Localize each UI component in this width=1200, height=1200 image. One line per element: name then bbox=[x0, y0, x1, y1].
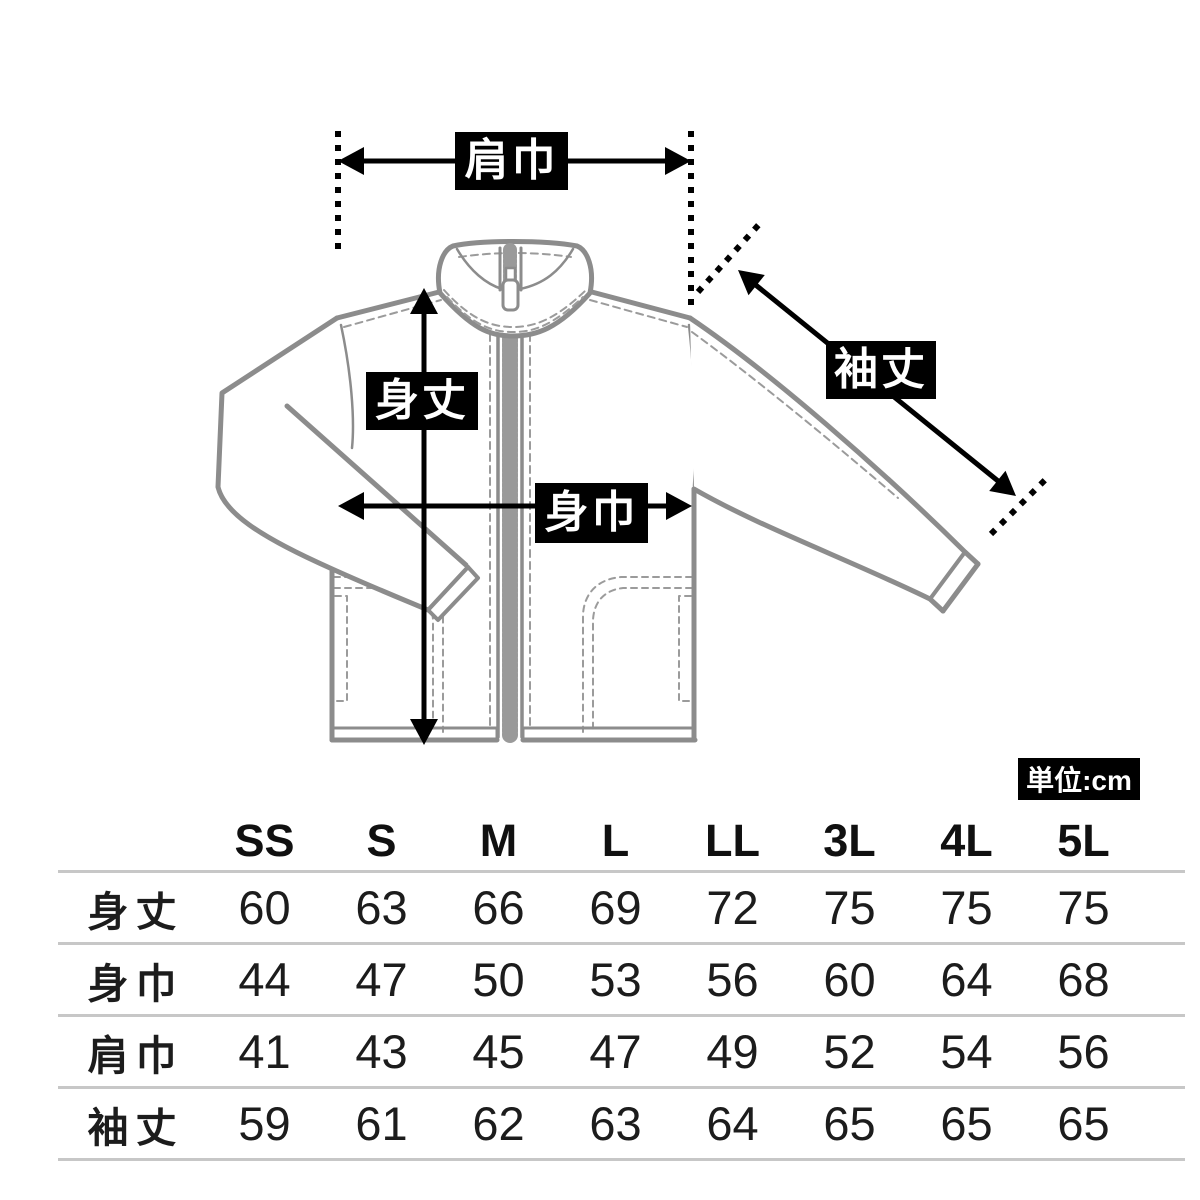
size-value-cell: 75 bbox=[823, 881, 876, 934]
armhole-left-seam bbox=[339, 323, 355, 450]
size-column-header: S bbox=[366, 815, 397, 866]
size-column-header: LL bbox=[705, 815, 760, 866]
size-column-header: 4L bbox=[940, 815, 993, 866]
size-table-row-body-width: 身巾 44 47 50 53 56 60 64 68 bbox=[58, 945, 1185, 1017]
size-value-cell: 68 bbox=[1057, 953, 1110, 1006]
left-sleeve bbox=[215, 315, 480, 622]
size-column-header: L bbox=[601, 815, 630, 866]
sleeve-length-label: 袖丈 bbox=[826, 341, 936, 399]
sleeve-guide-tick-top bbox=[695, 217, 766, 295]
size-value-cell: 56 bbox=[706, 953, 759, 1006]
size-table-header-row: SS S M L LL 3L 4L 5L bbox=[58, 812, 1185, 873]
size-table-row-shoulder-width: 肩巾 41 43 45 47 49 52 54 56 bbox=[58, 1017, 1185, 1089]
size-value-cell: 69 bbox=[589, 881, 642, 934]
row-label: 袖丈 bbox=[87, 1104, 184, 1151]
size-value-cell: 59 bbox=[238, 1097, 291, 1150]
size-value-cell: 50 bbox=[472, 953, 525, 1006]
size-column-header: 3L bbox=[823, 815, 876, 866]
size-value-cell: 52 bbox=[823, 1025, 876, 1078]
size-value-cell: 75 bbox=[940, 881, 993, 934]
row-label: 肩巾 bbox=[87, 1032, 184, 1079]
size-value-cell: 63 bbox=[589, 1097, 642, 1150]
row-label: 身巾 bbox=[87, 960, 184, 1007]
jacket-diagram bbox=[215, 131, 1051, 745]
size-value-cell: 65 bbox=[1057, 1097, 1110, 1150]
size-column-header: 5L bbox=[1057, 815, 1110, 866]
size-value-cell: 47 bbox=[589, 1025, 642, 1078]
size-value-cell: 61 bbox=[355, 1097, 408, 1150]
size-column-header: M bbox=[479, 815, 518, 866]
body-outline bbox=[329, 486, 698, 743]
size-table-row-body-length: 身丈 60 63 66 69 72 75 75 75 bbox=[58, 873, 1185, 945]
size-value-cell: 75 bbox=[1057, 881, 1110, 934]
size-value-cell: 60 bbox=[238, 881, 291, 934]
size-value-cell: 56 bbox=[1057, 1025, 1110, 1078]
size-value-cell: 60 bbox=[823, 953, 876, 1006]
size-value-cell: 54 bbox=[940, 1025, 993, 1078]
zipper-pull bbox=[501, 266, 520, 312]
size-value-cell: 53 bbox=[589, 953, 642, 1006]
body-length-label: 身丈 bbox=[366, 372, 478, 430]
size-table-row-sleeve-length: 袖丈 59 61 62 63 64 65 65 65 bbox=[58, 1089, 1185, 1161]
size-value-cell: 65 bbox=[823, 1097, 876, 1150]
row-label: 身丈 bbox=[87, 888, 184, 935]
size-value-cell: 65 bbox=[940, 1097, 993, 1150]
size-value-cell: 45 bbox=[472, 1025, 525, 1078]
size-value-cell: 41 bbox=[238, 1025, 291, 1078]
size-value-cell: 49 bbox=[706, 1025, 759, 1078]
size-value-cell: 62 bbox=[472, 1097, 525, 1150]
size-column-header: SS bbox=[234, 815, 295, 866]
pocket-right bbox=[582, 576, 693, 733]
size-value-cell: 66 bbox=[472, 881, 525, 934]
right-sleeve bbox=[687, 315, 981, 614]
size-value-cell: 47 bbox=[355, 953, 408, 1006]
size-value-cell: 64 bbox=[940, 953, 993, 1006]
unit-badge: 単位:cm bbox=[1018, 758, 1140, 800]
body-width-label: 身巾 bbox=[535, 483, 648, 543]
size-table: SS S M L LL 3L 4L 5L 身丈 60 63 66 69 72 7… bbox=[58, 812, 1185, 1161]
size-value-cell: 63 bbox=[355, 881, 408, 934]
size-value-cell: 72 bbox=[706, 881, 759, 934]
size-value-cell: 43 bbox=[355, 1025, 408, 1078]
size-value-cell: 64 bbox=[706, 1097, 759, 1150]
shoulder-width-label: 肩巾 bbox=[455, 132, 568, 190]
size-value-cell: 44 bbox=[238, 953, 291, 1006]
